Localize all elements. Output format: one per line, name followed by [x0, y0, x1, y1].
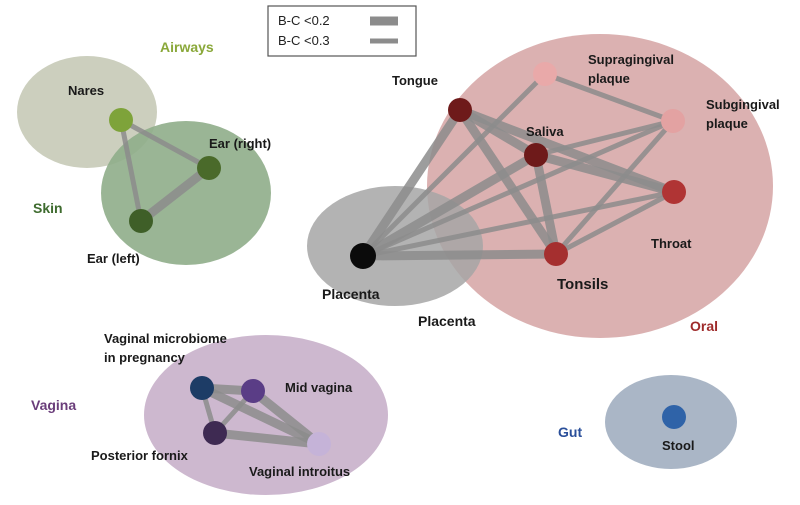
edge-placenta-tonsils	[362, 249, 557, 261]
throat-node[interactable]	[662, 180, 686, 204]
edge-saliva-tonsils	[531, 154, 561, 255]
edge-placenta-saliva	[360, 151, 539, 260]
edge-vaginal_preg-vaginal_introitus	[200, 383, 321, 449]
skin-group-label: Skin	[33, 200, 63, 216]
ear-right-node[interactable]	[197, 156, 221, 180]
supragingival-label-line2: plaque	[588, 71, 630, 86]
stool-label: Stool	[662, 438, 695, 453]
legend-label-bc-02: B-C <0.2	[278, 13, 330, 28]
subgingival-label-line1: Subgingival	[706, 97, 780, 112]
oral-group-label: Oral	[690, 318, 718, 334]
edge-placenta-subgingival	[362, 118, 674, 259]
tongue-node[interactable]	[448, 98, 472, 122]
edge-placenta-tongue	[359, 107, 464, 259]
ear-left-label: Ear (left)	[87, 251, 140, 266]
edge-mid_vagina-vaginal_introitus	[250, 387, 322, 448]
edge-ear_right-ear_left	[138, 164, 212, 225]
saliva-label: Saliva	[526, 124, 564, 139]
mid-vagina-label: Mid vagina	[285, 380, 353, 395]
oral-group-area	[427, 34, 773, 338]
tonsils-node[interactable]	[544, 242, 568, 266]
edge-saliva-subgingival	[535, 118, 674, 158]
posterior-fornix-label: Posterior fornix	[91, 448, 189, 463]
nares-node[interactable]	[109, 108, 133, 132]
airways-group-label: Airways	[160, 39, 214, 55]
stool-node[interactable]	[662, 405, 686, 429]
vaginal-preg-label-line1: Vaginal microbiome	[104, 331, 227, 346]
tonsils-label: Tonsils	[557, 276, 608, 293]
nares-label: Nares	[68, 83, 104, 98]
placenta-node[interactable]	[350, 243, 376, 269]
placenta-label: Placenta	[322, 286, 380, 302]
edge-throat-tonsils	[554, 189, 676, 257]
group-areas	[17, 34, 773, 495]
edge-subgingival-tonsils	[554, 119, 675, 256]
edge-placenta-throat	[362, 189, 675, 259]
subgingival-label-line2: plaque	[706, 116, 748, 131]
edge-nares-ear_left	[118, 119, 144, 222]
legend: B-C <0.2 B-C <0.3	[267, 5, 417, 57]
edge-placenta-supragingival	[361, 72, 547, 258]
airways-group-area	[17, 56, 157, 168]
edges-layer	[118, 71, 676, 449]
edge-saliva-throat	[534, 150, 676, 197]
placenta-group-label: Placenta	[418, 313, 476, 329]
vaginal-introitus-node[interactable]	[307, 432, 331, 456]
tongue-label: Tongue	[392, 73, 438, 88]
edge-nares-ear_right	[119, 117, 211, 171]
gut-group-label: Gut	[558, 424, 582, 440]
posterior-fornix-node[interactable]	[203, 421, 227, 445]
supragingival-node[interactable]	[533, 62, 557, 86]
vaginal-preg-node[interactable]	[190, 376, 214, 400]
subgingival-node[interactable]	[661, 109, 685, 133]
vaginal-introitus-label: Vaginal introitus	[249, 464, 350, 479]
nodes-layer	[109, 62, 686, 456]
legend-label-bc-03: B-C <0.3	[278, 33, 330, 48]
edge-tongue-tonsils	[456, 107, 560, 257]
mid-vagina-node[interactable]	[241, 379, 265, 403]
saliva-node[interactable]	[524, 143, 548, 167]
edge-posterior_fornix-vaginal_introitus	[214, 428, 320, 449]
edge-supragingival-subgingival	[544, 71, 674, 124]
ear-left-node[interactable]	[129, 209, 153, 233]
ear-right-label: Ear (right)	[209, 136, 271, 151]
throat-label: Throat	[651, 236, 692, 251]
legend-box	[267, 5, 417, 57]
vaginal-preg-label-line2: in pregnancy	[104, 350, 186, 365]
vagina-group-label: Vagina	[31, 397, 76, 413]
supragingival-label-line1: Supragingival	[588, 52, 674, 67]
